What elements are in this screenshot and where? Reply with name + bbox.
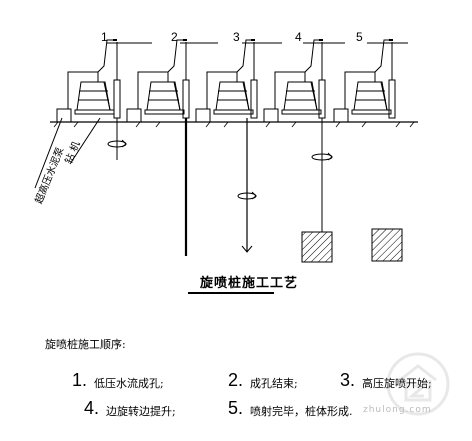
watermark-text: zhulong.com (363, 405, 432, 415)
pump-leader (34, 117, 63, 189)
watermark-logo (386, 352, 450, 416)
stage-number-2: 2 (171, 30, 178, 44)
step-5-text: 喷射完毕，桩体形成. (250, 405, 353, 418)
step-1-text: 低压水流成孔; (94, 377, 164, 390)
stage-number-4: 4 (295, 30, 302, 44)
stage-1-rig (56, 39, 127, 160)
stage-5-column (371, 228, 403, 262)
step-3-number: 3. (340, 370, 356, 390)
title-underline (188, 292, 274, 294)
step-1-number: 1. (72, 370, 88, 390)
step-3-text: 高压旋喷开始; (362, 377, 432, 390)
diagram-title: 旋喷桩施工工艺 (200, 276, 299, 291)
step-2-text: 成孔结束; (250, 377, 298, 390)
stage-number-3: 3 (233, 30, 240, 44)
stage-2-rig (126, 39, 190, 123)
stage-4-column (301, 231, 333, 263)
stage-4-rig (263, 39, 333, 232)
stage-number-1: 1 (101, 30, 108, 44)
sequence-heading: 旋喷桩施工顺序: (45, 338, 126, 351)
stage-5-rig (333, 39, 396, 123)
drill-leader (69, 117, 101, 165)
stage-number-5: 5 (356, 30, 363, 44)
step-5-number: 5. (228, 398, 244, 418)
ground-ticks (53, 121, 415, 128)
step-4-number: 4. (84, 398, 100, 418)
step-2-number: 2. (228, 370, 244, 390)
stage-3-rig (195, 39, 258, 253)
step-4-text: 边旋转边提升; (106, 405, 176, 418)
